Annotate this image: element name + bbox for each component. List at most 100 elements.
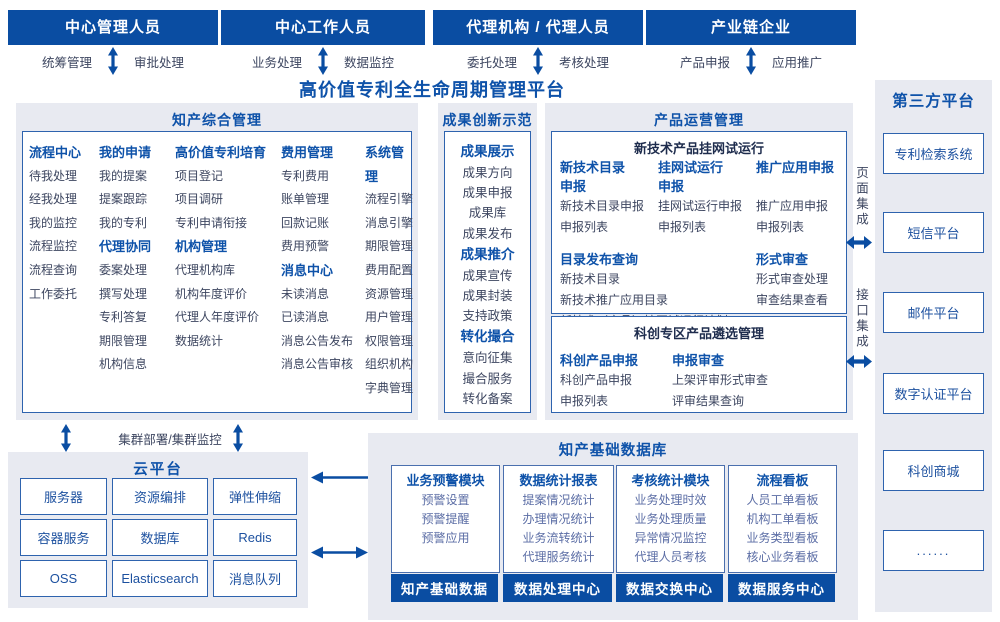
section-achievement-innovation: 成果创新示范 成果展示成果方向成果申报成果库成果发布成果推介成果宣传成果封装支持… bbox=[438, 103, 537, 420]
group-function-label: 数据监控 bbox=[344, 55, 395, 70]
menu-group-title: 高价值专利培育 bbox=[175, 145, 267, 160]
menu-item: 预警提醒 bbox=[421, 512, 470, 526]
database-module: 考核统计模块业务处理时效业务处理质量异常情况监控代理人员考核 bbox=[616, 465, 725, 573]
menu-item: 我的监控 bbox=[29, 215, 78, 230]
group-function-label: 产品申报 bbox=[679, 55, 730, 70]
group-function-label: 审批处理 bbox=[134, 55, 185, 70]
cloud-service-box: 容器服务 bbox=[20, 519, 107, 556]
menu-item: 我的提案 bbox=[99, 168, 148, 183]
group-function-label: 考核处理 bbox=[559, 55, 610, 70]
menu-group-title: 流程中心 bbox=[29, 145, 82, 160]
menu-item: 支持政策 bbox=[462, 309, 513, 324]
database-module: 业务预警模块预警设置预警提醒预警应用 bbox=[391, 465, 500, 573]
group-function-row: 产品申报 应用推广 bbox=[646, 46, 856, 76]
menu-item: 用户管理 bbox=[365, 310, 414, 325]
horizontal-double-arrow-icon bbox=[311, 546, 368, 559]
user-group-agencies: 代理机构 / 代理人员 委托处理 考核处理 bbox=[433, 10, 643, 76]
menu-item: 新技术推广应用目录 bbox=[560, 293, 669, 307]
data-center-button-row: 知产基础数据数据处理中心数据交换中心数据服务中心 bbox=[368, 574, 858, 602]
menu-item: 消息公告审核 bbox=[281, 357, 354, 372]
menu-item: 科创产品申报 bbox=[560, 373, 633, 387]
menu-group-title: 申报审查 bbox=[672, 353, 725, 368]
menu-item: 代理人员考核 bbox=[634, 550, 707, 564]
vertical-double-arrow-icon bbox=[533, 47, 543, 75]
menu-item: 流程引擎 bbox=[365, 192, 414, 207]
user-group-industry-chain: 产业链企业 产品申报 应用推广 bbox=[646, 10, 856, 76]
menu-group-title: 考核统计模块 bbox=[631, 473, 710, 488]
third-party-system-box: 邮件平台 bbox=[883, 292, 984, 333]
group-function-label: 业务处理 bbox=[251, 55, 302, 70]
section-title: 产品运营管理 bbox=[654, 112, 744, 128]
menu-item: 费用预警 bbox=[281, 239, 330, 254]
menu-column: 费用管理专利费用账单管理回款记账费用预警消息中心未读消息已读消息消息公告发布消息… bbox=[281, 141, 353, 377]
menu-item: 申报列表 bbox=[560, 220, 609, 234]
group-function-label: 应用推广 bbox=[772, 55, 823, 70]
section-title: 第三方平台 bbox=[892, 93, 975, 110]
selection-box: 科创专区产品遴选管理 科创产品申报科创产品申报申报列表 申报审查上架评审形式审查… bbox=[551, 316, 847, 413]
menu-item: 业务处理质量 bbox=[634, 512, 707, 526]
menu-item: 机构信息 bbox=[99, 357, 148, 372]
menu-group-title: 系统管理 bbox=[365, 145, 405, 184]
menu-group-title: 业务预警模块 bbox=[406, 473, 485, 488]
section-ip-comprehensive-management: 知产综合管理 流程中心待我处理经我处理我的监控流程监控流程查询工作委托 我的申请… bbox=[16, 103, 418, 420]
menu-group-title: 推广应用申报 bbox=[756, 160, 835, 175]
group-function-label: 委托处理 bbox=[466, 55, 517, 70]
menu-item: 挂网试运行申报 bbox=[658, 199, 743, 213]
third-party-system-box: 专利检索系统 bbox=[883, 133, 984, 174]
menu-item: 专利申请衔接 bbox=[175, 215, 248, 230]
horizontal-double-arrow-icon bbox=[846, 355, 872, 368]
menu-group-title: 科创产品申报 bbox=[560, 353, 639, 368]
menu-item: 人员工单看板 bbox=[746, 493, 819, 507]
cloud-service-box: 弹性伸缩 bbox=[213, 478, 297, 515]
menu-group-title: 费用管理 bbox=[281, 145, 334, 160]
left-arrow-icon bbox=[311, 471, 368, 484]
menu-item: 业务处理时效 bbox=[634, 493, 707, 507]
trial-run-box: 新技术产品挂网试运行 新技术目录 申报新技术目录申报申报列表 挂网试运行 申报挂… bbox=[551, 131, 847, 328]
menu-group-title: 流程看板 bbox=[756, 473, 809, 488]
menu-item: 流程监控 bbox=[29, 239, 78, 254]
menu-item: 项目登记 bbox=[175, 168, 224, 183]
menu-box: 流程中心待我处理经我处理我的监控流程监控流程查询工作委托 我的申请我的提案提案跟… bbox=[22, 131, 414, 413]
menu-item: 核心业务看板 bbox=[746, 550, 819, 564]
group-title-bar: 中心工作人员 bbox=[221, 10, 425, 45]
menu-group-title: 目录发布查询 bbox=[560, 252, 639, 267]
menu-group-title: 挂网试运行 申报 bbox=[658, 160, 724, 194]
menu-item: 审查结果查看 bbox=[756, 293, 829, 307]
group-title-bar: 中心管理人员 bbox=[8, 10, 218, 45]
menu-column: 我的申请我的提案提案跟踪我的专利代理协同委案处理撰写处理专利答复期限管理机构信息 bbox=[99, 141, 151, 377]
menu-item: 专利费用 bbox=[281, 168, 330, 183]
cloud-service-box: OSS bbox=[20, 560, 107, 597]
data-center-button: 知产基础数据 bbox=[391, 574, 498, 602]
third-party-system-box: 短信平台 bbox=[883, 212, 984, 253]
menu-group-title: 消息中心 bbox=[281, 262, 334, 278]
menu-item: 意向征集 bbox=[462, 351, 513, 366]
menu-item: 推广应用申报 bbox=[756, 199, 829, 213]
group-function-row: 业务处理 数据监控 bbox=[221, 46, 425, 76]
cloud-service-box: 数据库 bbox=[112, 519, 208, 556]
menu-item: 已读消息 bbox=[281, 310, 330, 325]
menu-item: 成果封装 bbox=[462, 289, 513, 304]
vertical-double-arrow-icon bbox=[746, 47, 756, 75]
vertical-double-arrow-icon bbox=[108, 47, 118, 75]
menu-item: 形式审查处理 bbox=[756, 272, 829, 286]
menu-item: 资源管理 bbox=[365, 286, 414, 301]
group-function-row: 委托处理 考核处理 bbox=[433, 46, 643, 76]
page-integration-label: 页面集成 bbox=[854, 166, 868, 228]
menu-group-title: 数据统计报表 bbox=[519, 473, 598, 488]
menu-item: 评审结果查询 bbox=[672, 394, 745, 408]
menu-group-title: 代理协同 bbox=[99, 239, 152, 255]
menu-block: 科创产品申报科创产品申报申报列表 bbox=[560, 351, 638, 412]
menu-item: 成果申报 bbox=[462, 186, 513, 201]
menu-item: 未读消息 bbox=[281, 286, 330, 301]
section-title: 云平台 bbox=[133, 462, 183, 478]
menu-block: 申报审查上架评审形式审查评审结果查询 bbox=[672, 351, 768, 412]
menu-block: 推广应用申报推广应用申报申报列表 bbox=[756, 158, 834, 238]
menu-item: 申报列表 bbox=[658, 220, 707, 234]
third-party-box-list: 专利检索系统短信平台邮件平台数字认证平台科创商城...... bbox=[875, 80, 992, 612]
third-party-system-box: 数字认证平台 bbox=[883, 373, 984, 414]
cloud-service-box: 消息队列 bbox=[213, 560, 297, 597]
menu-item: 预警设置 bbox=[421, 493, 470, 507]
menu-item: 申报列表 bbox=[560, 394, 609, 408]
section-title: 知产基础数据库 bbox=[558, 443, 668, 459]
